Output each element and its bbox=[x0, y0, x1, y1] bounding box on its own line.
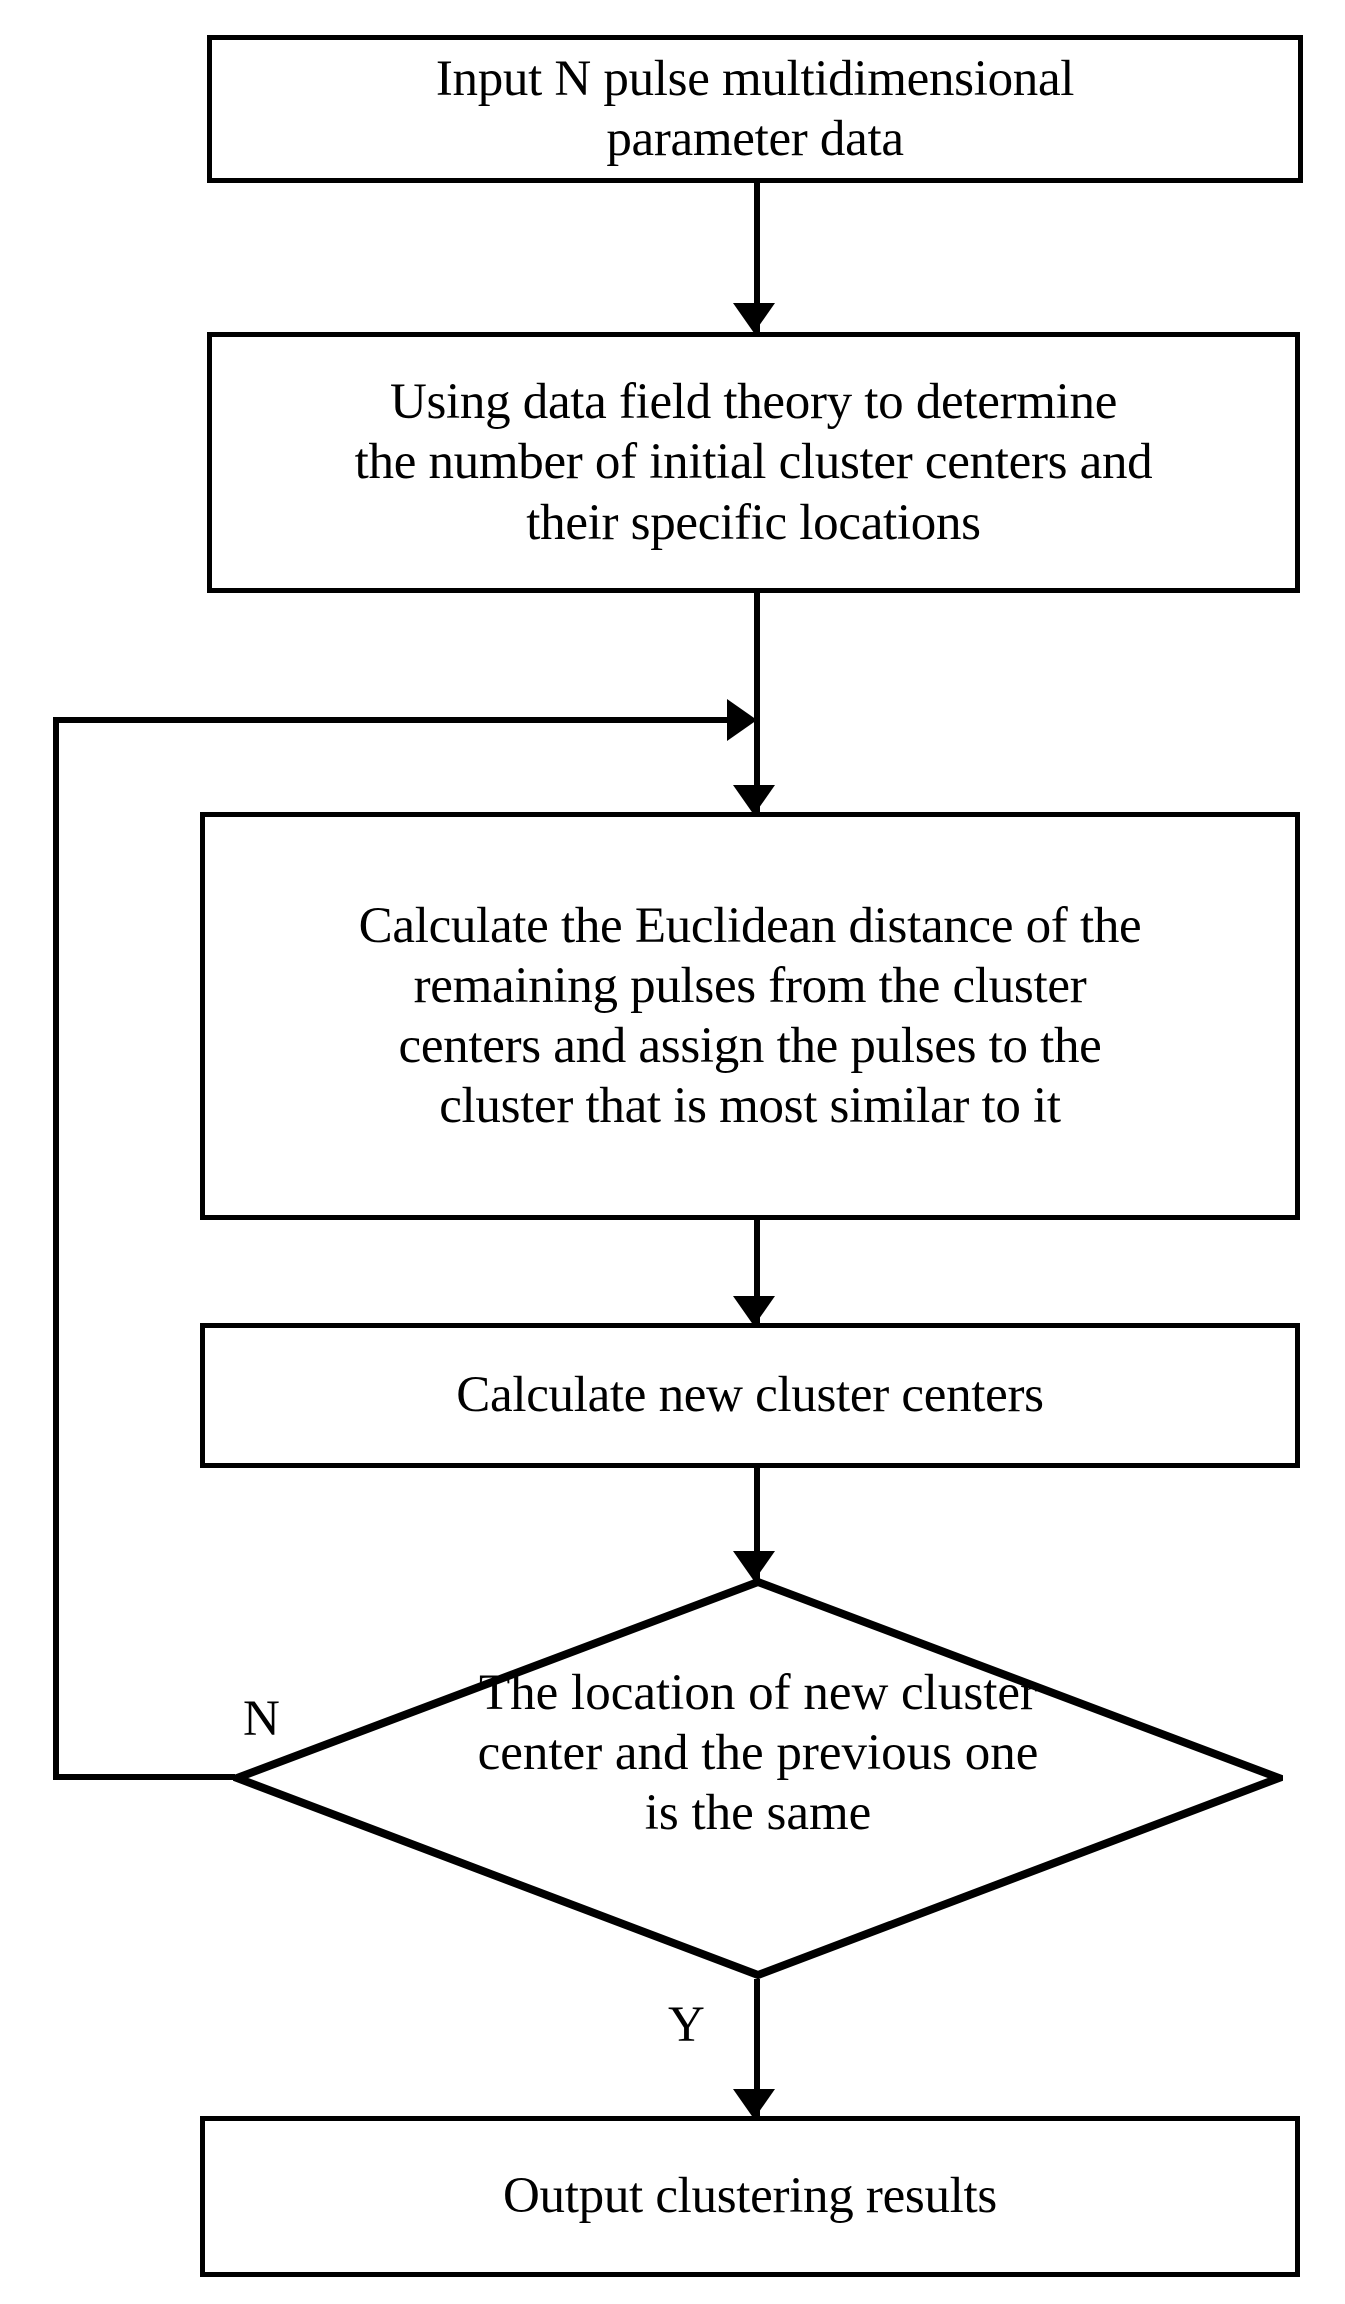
connector-datafield-to-distance bbox=[754, 593, 760, 815]
arrowhead-down-icon bbox=[733, 303, 775, 333]
flow-node-newcenters: Calculate new cluster centers bbox=[200, 1323, 1300, 1468]
feedback-segment-left bbox=[53, 717, 59, 1777]
arrowhead-down-icon bbox=[733, 785, 775, 815]
arrowhead-down-icon bbox=[733, 1296, 775, 1326]
connector-decision-to-output bbox=[754, 1979, 760, 2119]
flow-node-decision: The location of new cluster center and t… bbox=[233, 1578, 1283, 1979]
flow-node-distance: Calculate the Euclidean distance of the … bbox=[200, 812, 1300, 1220]
arrowhead-down-icon bbox=[733, 2089, 775, 2119]
branch-label-no: N bbox=[243, 1691, 280, 1747]
feedback-segment-bottom bbox=[53, 1774, 235, 1780]
flow-node-datafield: Using data field theory to determine the… bbox=[207, 332, 1300, 593]
flow-node-output: Output clustering results bbox=[200, 2116, 1300, 2277]
flow-node-input-label: Input N pulse multidimensional parameter… bbox=[435, 50, 1075, 167]
arrowhead-right-icon bbox=[727, 699, 757, 741]
arrowhead-down-icon bbox=[733, 1551, 775, 1581]
flow-node-output-label: Output clustering results bbox=[503, 2168, 997, 2225]
connector-newcenters-to-decision bbox=[754, 1468, 760, 1581]
flow-node-input: Input N pulse multidimensional parameter… bbox=[207, 35, 1303, 183]
decision-diamond-shape bbox=[233, 1578, 1283, 1979]
flow-node-distance-label: Calculate the Euclidean distance of the … bbox=[358, 897, 1142, 1135]
feedback-segment-top bbox=[53, 717, 743, 723]
connector-distance-to-newcenters bbox=[754, 1220, 760, 1326]
connector-input-to-datafield bbox=[754, 183, 760, 333]
branch-label-yes: Y bbox=[668, 1997, 705, 2053]
flow-node-decision-label: The location of new cluster center and t… bbox=[477, 1665, 1039, 1842]
flow-node-datafield-label: Using data field theory to determine the… bbox=[354, 374, 1153, 551]
flow-node-newcenters-label: Calculate new cluster centers bbox=[456, 1367, 1044, 1424]
